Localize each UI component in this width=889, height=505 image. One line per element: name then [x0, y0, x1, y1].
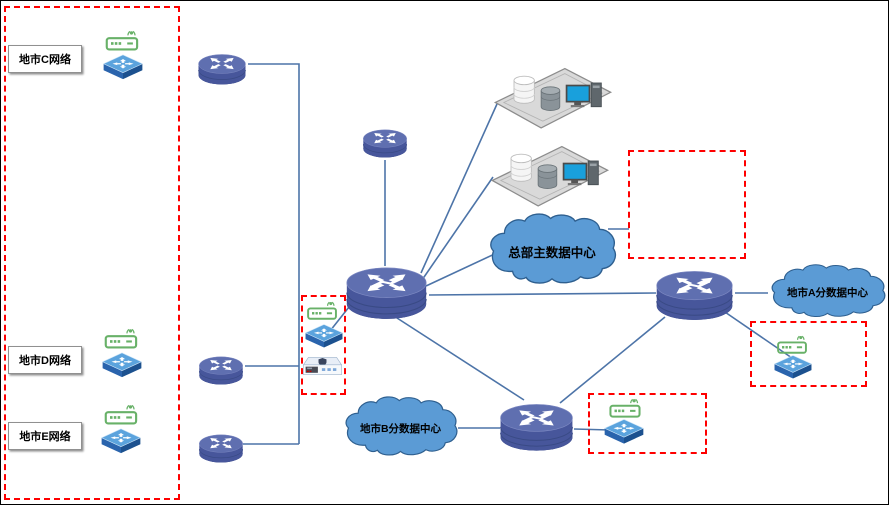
wireless-ap-icon: [103, 327, 141, 351]
server-farm-icon: [487, 55, 619, 133]
label-city-e-network: 地市E网络: [8, 422, 82, 450]
city-a-multilayer-switch-icon: [654, 264, 735, 322]
access-switch-icon: [101, 350, 143, 380]
label-city-d-text: 地市D网络: [19, 355, 71, 367]
link-city-b-branch: [573, 428, 611, 431]
label-city-d-network: 地市D网络: [8, 346, 82, 374]
access-switch-icon: [603, 417, 645, 446]
city-a-data-center-cloud: 地市A分数据中心: [766, 264, 889, 321]
label-city-c-text: 地市C网络: [19, 54, 71, 66]
hq-data-center-cloud: 总部主数据中心: [484, 213, 620, 289]
server-farm-icon: [484, 133, 616, 211]
wireless-ap-icon: [103, 403, 141, 427]
link-city-a-city-b: [559, 316, 666, 404]
access-switch-icon: [100, 426, 142, 456]
label-city-e-text: 地市E网络: [19, 431, 71, 443]
city-a-branch-box: [750, 321, 867, 387]
city-b-data-center-cloud: 地市B分数据中心: [340, 396, 461, 460]
city-b-multilayer-switch-icon: [498, 397, 575, 453]
router-icon: [197, 346, 245, 387]
city-b-cloud-label: 地市B分数据中心: [359, 422, 442, 435]
city-b-branch-box: [588, 393, 707, 454]
hq-cloud-label: 总部主数据中心: [508, 245, 596, 260]
firewall-icon: [301, 350, 344, 387]
wireless-ap-icon: [104, 29, 142, 53]
access-switch-icon: [304, 322, 344, 350]
router-icon: [197, 424, 245, 465]
local-devices-box: [301, 295, 346, 395]
link-trunk-bus: [243, 63, 300, 445]
router-icon: [361, 119, 409, 160]
city-networks-group-box: [4, 6, 180, 500]
hq-reserved-box: [628, 150, 746, 259]
access-switch-icon: [773, 353, 813, 381]
link-city-a-branch: [721, 309, 793, 359]
link-core-serverfarm-1: [420, 103, 498, 274]
core-multilayer-switch-icon: [344, 260, 429, 321]
link-core-serverfarm-2: [421, 176, 494, 281]
link-core-hq-cloud: [425, 250, 502, 287]
wireless-ap-icon: [305, 300, 341, 322]
link-core-city-b-switch: [396, 317, 525, 401]
router-icon: [196, 43, 248, 87]
city-a-cloud-label: 地市A分数据中心: [786, 287, 869, 299]
access-switch-icon: [102, 52, 144, 82]
label-city-c-network: 地市C网络: [8, 45, 82, 73]
link-core-city-a-switch: [428, 292, 657, 296]
